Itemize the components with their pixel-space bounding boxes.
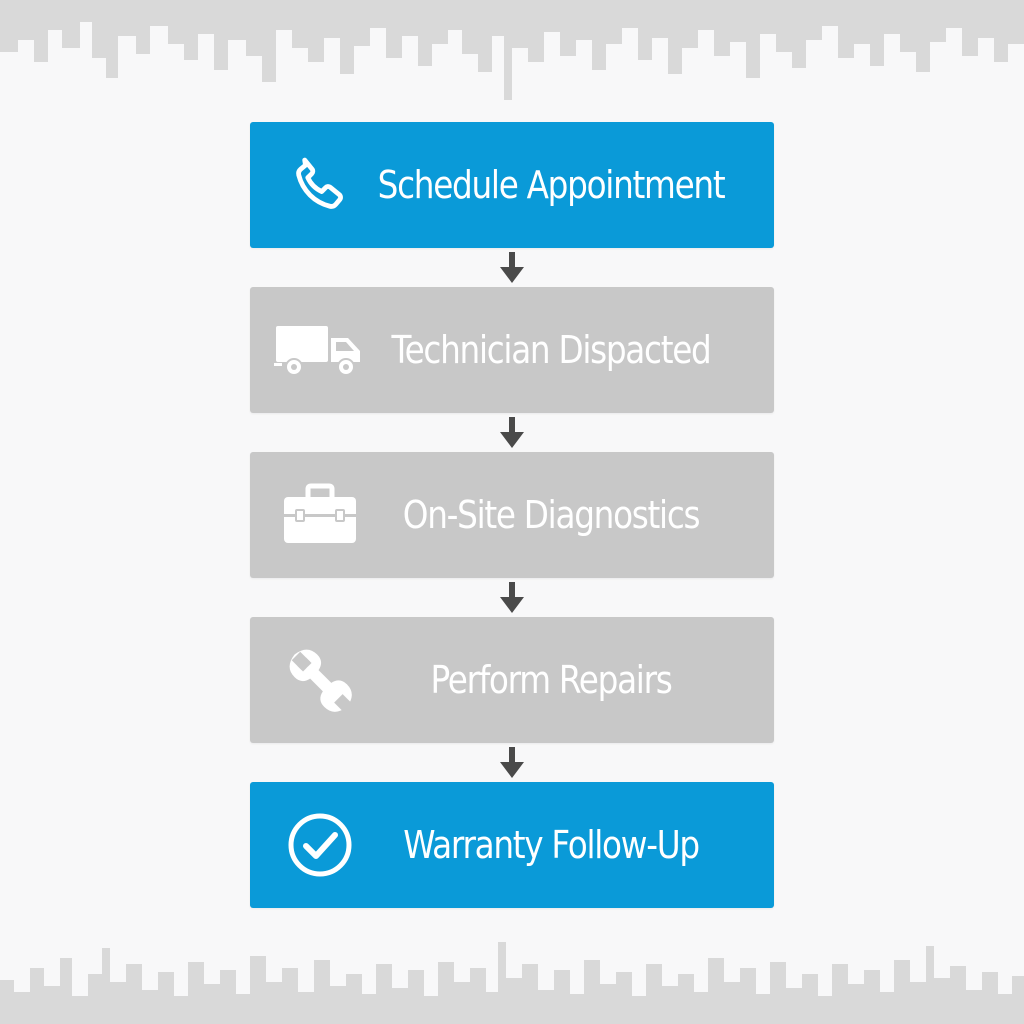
process-flow: Schedule Appointment bbox=[250, 122, 774, 908]
connector-arrow bbox=[250, 413, 774, 452]
step-label: On-Site Diagnostics bbox=[402, 493, 701, 537]
wrench-icon bbox=[272, 638, 368, 722]
connector-arrow bbox=[250, 248, 774, 287]
down-arrow-icon bbox=[500, 746, 524, 778]
phone-icon bbox=[272, 143, 368, 227]
step-on-site-diagnostics: On-Site Diagnostics bbox=[250, 452, 774, 578]
checkmark-circle-icon bbox=[272, 803, 368, 887]
down-arrow-icon bbox=[500, 251, 524, 283]
step-label: Technician Dispacted bbox=[391, 328, 711, 372]
city-skyline-bottom bbox=[0, 942, 1024, 1024]
connector-arrow bbox=[250, 743, 774, 782]
step-label: Perform Repairs bbox=[430, 658, 673, 702]
step-warranty-follow-up: Warranty Follow-Up bbox=[250, 782, 774, 908]
connector-arrow bbox=[250, 578, 774, 617]
step-technician-dispatched: Technician Dispacted bbox=[250, 287, 774, 413]
city-skyline-top bbox=[0, 0, 1024, 100]
step-label: Schedule Appointment bbox=[377, 163, 726, 207]
step-perform-repairs: Perform Repairs bbox=[250, 617, 774, 743]
step-label: Warranty Follow-Up bbox=[403, 823, 700, 867]
down-arrow-icon bbox=[500, 581, 524, 613]
down-arrow-icon bbox=[500, 416, 524, 448]
truck-icon bbox=[272, 308, 368, 392]
toolbox-icon bbox=[272, 473, 368, 557]
step-schedule-appointment: Schedule Appointment bbox=[250, 122, 774, 248]
